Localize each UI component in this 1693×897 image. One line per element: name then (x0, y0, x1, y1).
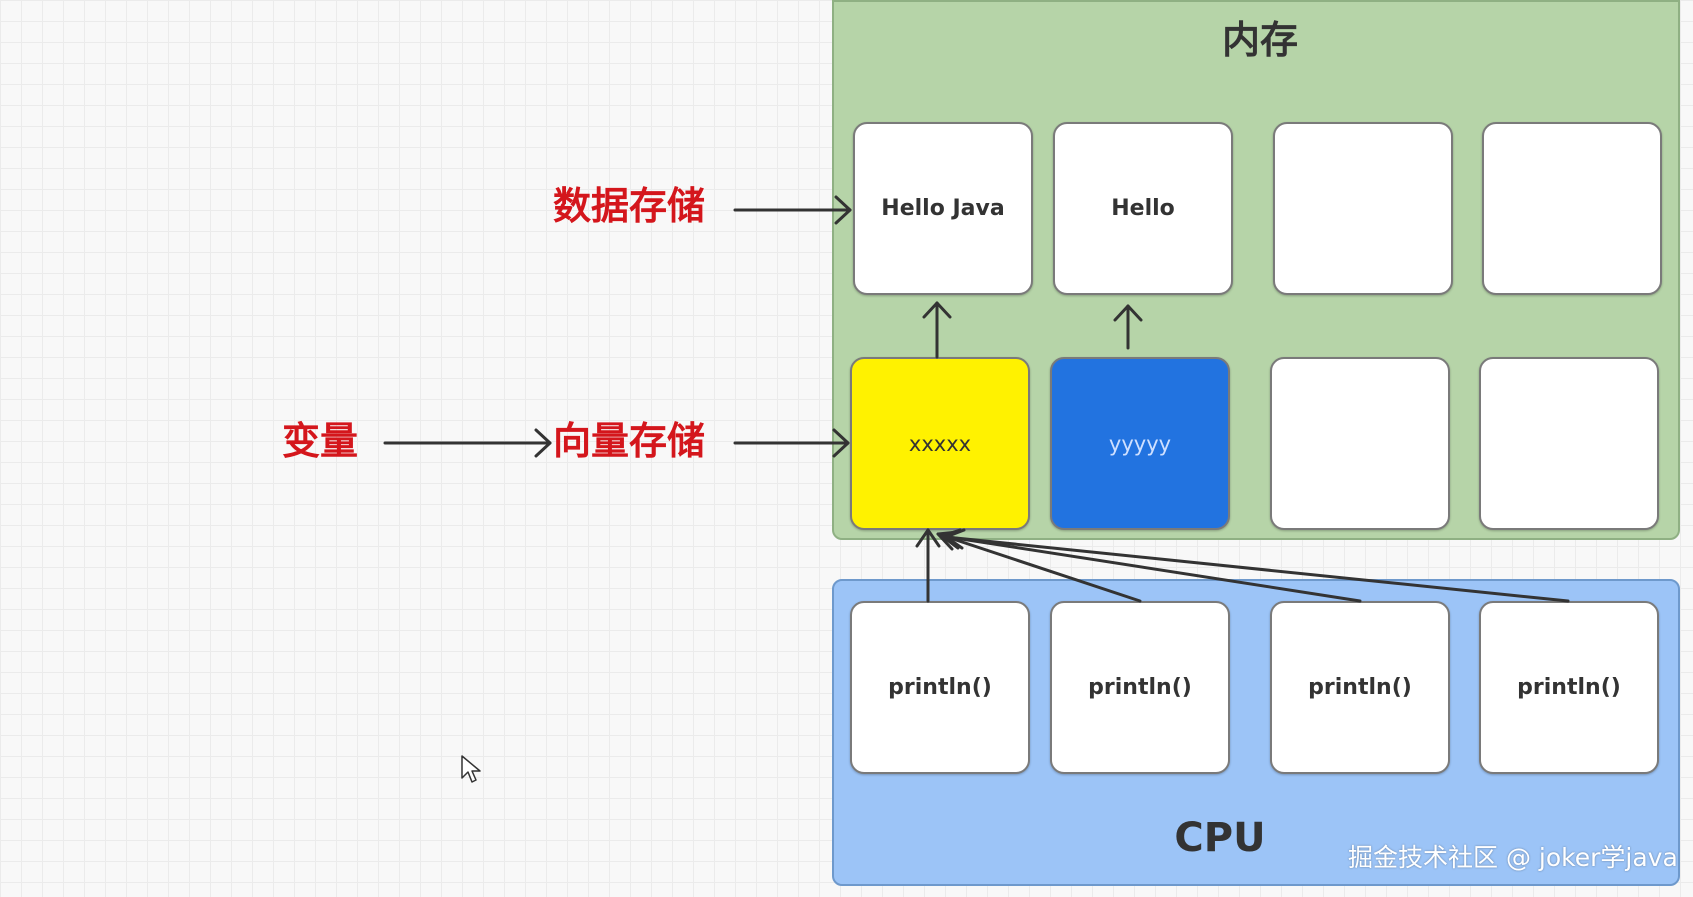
label-variable: 变量 (282, 419, 359, 463)
memory-cell-yyyyy: yyyyy (1050, 357, 1230, 530)
memory-cell-top-4 (1482, 122, 1662, 295)
memory-title: 内存 (1221, 18, 1298, 62)
cpu-title: CPU (1174, 815, 1266, 861)
memory-cell-bottom-3 (1270, 357, 1450, 530)
cpu-cell-println-1: println() (850, 601, 1030, 774)
cpu-cell-println-3: println() (1270, 601, 1450, 774)
arrow-variable-to-vector-storage (383, 428, 552, 458)
memory-cell-bottom-4 (1479, 357, 1659, 530)
cpu-cell-println-4: println() (1479, 601, 1659, 774)
memory-cell-top-3 (1273, 122, 1453, 295)
memory-cell-xxxxx: xxxxx (850, 357, 1030, 530)
memory-cell-top-2: Hello (1053, 122, 1233, 295)
label-vector-storage: 向量存储 (553, 419, 706, 463)
label-data-storage: 数据存储 (553, 184, 706, 228)
cpu-cell-println-2: println() (1050, 601, 1230, 774)
memory-cell-top-1: Hello Java (853, 122, 1033, 295)
watermark-text: 掘金技术社区 @ joker学java (1348, 843, 1678, 872)
mouse-cursor-icon (461, 755, 481, 783)
